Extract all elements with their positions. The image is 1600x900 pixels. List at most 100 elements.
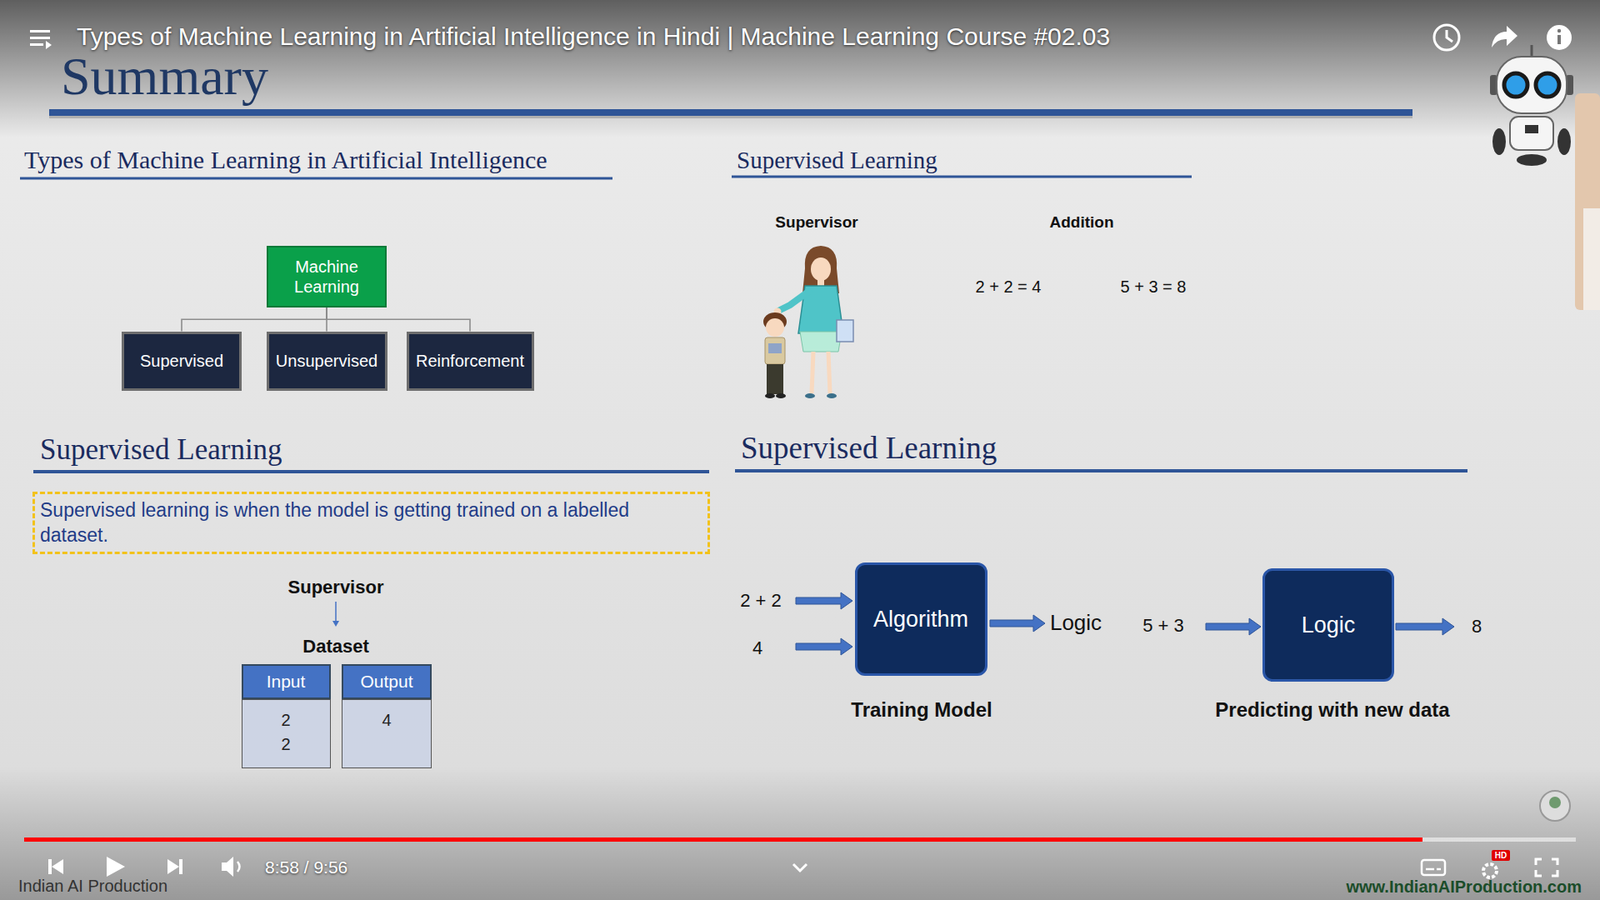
subtitles-icon	[1425, 868, 1435, 871]
teacher-shoe	[826, 393, 837, 399]
definition-box: Supervised learning is when the model is…	[32, 491, 710, 555]
node-text: Logic	[1301, 611, 1356, 639]
top-shade	[0, 0, 1600, 138]
watermark: Indian AI Production	[18, 877, 168, 895]
block-arrow	[990, 615, 1045, 632]
teacher-face	[810, 257, 831, 281]
output-label: Logic	[1050, 611, 1102, 635]
teacher-leg	[811, 351, 814, 394]
node-text: 4	[381, 710, 391, 730]
block-arrow	[795, 592, 853, 610]
flow-label: Dataset	[302, 636, 369, 656]
clock-icon	[1434, 25, 1460, 50]
child-pants	[766, 364, 784, 395]
video-title: Types of Machine Learning in Artificial …	[76, 23, 1110, 50]
section-underline	[20, 177, 613, 180]
subtitles-icon	[1421, 860, 1445, 875]
next-button	[167, 859, 180, 875]
channel-icon	[1549, 796, 1561, 809]
illustration-caption: Addition	[1049, 214, 1114, 231]
section-heading: Supervised Learning	[740, 432, 997, 465]
volume-icon	[237, 861, 240, 872]
node-text: Output	[360, 670, 413, 692]
fullscreen-icon	[1551, 859, 1558, 865]
title-bar	[49, 109, 1413, 116]
progress-remaining	[1422, 837, 1576, 842]
table-header: Input	[241, 664, 331, 700]
teacher-leg	[828, 351, 830, 394]
teacher-shoe	[805, 393, 815, 399]
robot-arm	[1557, 128, 1571, 155]
next-button	[179, 859, 183, 875]
share-icon	[1491, 25, 1518, 48]
robot-head	[1496, 56, 1567, 114]
node-text: 2	[280, 734, 290, 755]
robot-antenna	[1530, 45, 1534, 57]
robot-eye	[1504, 73, 1528, 97]
node-text: Algorithm	[873, 605, 969, 633]
block-arrow	[1395, 618, 1455, 635]
output-value: 8	[1471, 616, 1482, 636]
play-button	[106, 856, 125, 877]
prev-button	[51, 859, 64, 875]
menu-icon	[30, 43, 44, 46]
hd-badge: HD	[1495, 850, 1507, 860]
category-box: Supervised	[121, 331, 242, 391]
output-value: 4	[752, 638, 763, 658]
node-text: Supervised learning is when the model is…	[40, 498, 703, 549]
presenter	[1575, 93, 1600, 310]
node-text: Reinforcement	[415, 350, 525, 371]
table-header: Output	[341, 664, 432, 700]
tree-connector	[326, 307, 470, 332]
equation: 5 + 3 = 8	[1120, 278, 1187, 296]
child-shirt	[765, 337, 785, 365]
illustration-caption: Supervisor	[775, 214, 858, 231]
title-bar-shadow	[49, 115, 1413, 119]
input-value: 2 + 2	[740, 590, 782, 610]
menu-icon	[45, 40, 52, 50]
section-heading: Supervised Learning	[40, 435, 283, 466]
prev-button	[48, 859, 52, 875]
volume-icon	[221, 856, 234, 877]
presenter	[1583, 208, 1600, 310]
caption: Training Model	[850, 699, 992, 720]
robot-arm	[1492, 128, 1506, 155]
teacher-neck	[817, 279, 825, 286]
progress-played	[24, 837, 1423, 842]
child-face	[765, 318, 785, 337]
info-icon	[1557, 35, 1561, 45]
node-text: Input	[266, 670, 306, 692]
section-heading: Types of Machine Learning in Artificial …	[24, 146, 548, 174]
category-box: Unsupervised	[266, 331, 388, 391]
robot-chest	[1525, 125, 1539, 134]
node-text: Unsupervised	[275, 350, 378, 371]
process-box: Logic	[1262, 568, 1395, 682]
process-box: Algorithm	[855, 562, 988, 676]
slide-title: Summary	[60, 50, 269, 104]
chevron-icon	[793, 864, 807, 871]
flow-arrow	[332, 620, 340, 627]
clock-icon	[1446, 30, 1453, 42]
fullscreen-icon	[1535, 859, 1542, 865]
table-cell: 22	[241, 699, 331, 769]
block-arrow	[1205, 618, 1261, 635]
teacher-skirt	[800, 331, 842, 352]
flow-label: Supervisor	[288, 577, 385, 597]
child-shoe	[765, 393, 775, 399]
section-heading: Supervised Learning	[736, 147, 938, 173]
menu-icon	[30, 30, 50, 33]
section-underline	[735, 469, 1468, 473]
channel-icon	[1540, 790, 1570, 821]
block-arrow	[795, 638, 853, 655]
hd-badge	[1491, 850, 1510, 861]
website-url: www.IndianAIProduction.com	[1345, 878, 1582, 896]
root-box: Machine Learning	[266, 245, 387, 308]
tree-connector	[181, 307, 327, 332]
time-display: 8:58 / 9:56	[265, 858, 348, 877]
bottom-shade	[0, 766, 1600, 900]
menu-icon	[30, 36, 50, 40]
node-text: Machine Learning	[276, 256, 377, 297]
fullscreen-icon	[1535, 870, 1542, 876]
table-cell: 4	[341, 699, 432, 769]
caption: Predicting with new data	[1215, 699, 1450, 720]
